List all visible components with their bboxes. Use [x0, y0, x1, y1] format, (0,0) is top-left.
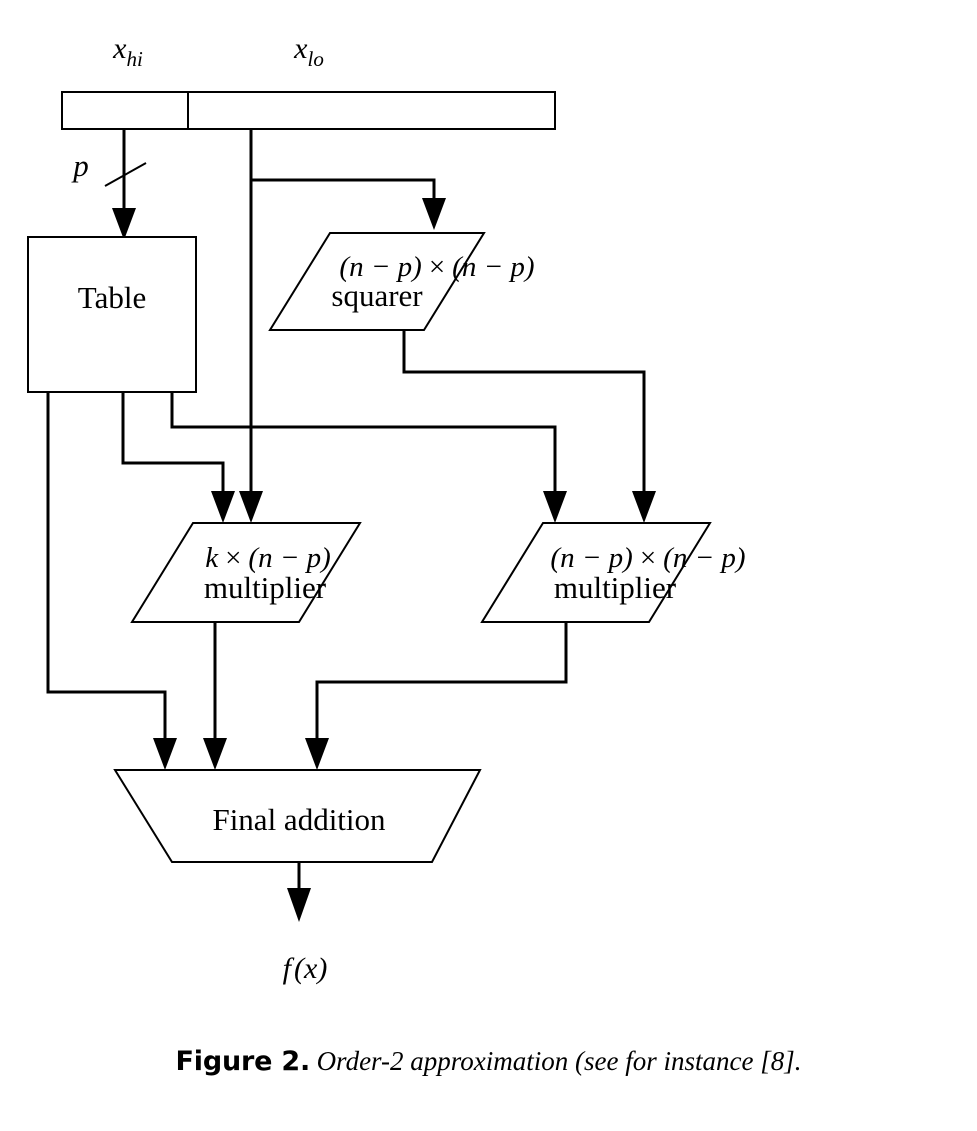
multiplier-right-block-label: multiplier — [554, 570, 677, 605]
figure-caption-text: Order-2 approximation (see for instance … — [316, 1046, 802, 1076]
figure-caption: Figure 2. Order-2 approximation (see for… — [0, 1045, 977, 1079]
input-label-x-lo-var: x — [293, 32, 308, 65]
bus-width-label: p — [71, 148, 89, 183]
wire-adder-to-output — [287, 862, 311, 922]
input-register-box — [61, 91, 556, 130]
output-label-open: ( — [294, 952, 306, 985]
squarer-size-op: × — [429, 251, 445, 283]
table-block[interactable] — [27, 236, 197, 393]
arrowhead-output — [287, 888, 311, 922]
wire-table-to-mult-right — [170, 392, 567, 523]
multiplier-left-size-left: k — [205, 542, 219, 574]
squarer-size-right: (n − p) — [452, 251, 534, 283]
multiplier-left-block-label: multiplier — [204, 570, 327, 605]
arrowhead-table-input — [112, 208, 136, 240]
multiplier-left-size-right: (n − p) — [248, 542, 330, 574]
wire-table-to-adder — [46, 392, 177, 770]
arrowhead-squarer-input — [422, 198, 446, 230]
wire-xhi-to-table — [104, 129, 147, 240]
multiplier-right-size-op: × — [640, 542, 656, 574]
output-label-var: x — [303, 952, 318, 985]
multiplier-right-size-label: (n − p)×(n − p) — [550, 542, 745, 574]
arrowhead-mult-left-input-1 — [211, 491, 235, 523]
table-block-label: Table — [78, 280, 146, 315]
arrowhead-adder-input-1 — [153, 738, 177, 770]
final-addition-block-label: Final addition — [212, 802, 386, 837]
output-label-fx: f(x) — [283, 952, 328, 985]
input-label-x-hi: xhi — [112, 32, 143, 71]
arrowhead-mult-right-input-2 — [632, 491, 656, 523]
figure-caption-label: Figure 2. — [175, 1046, 311, 1077]
arrowhead-adder-input-2 — [203, 738, 227, 770]
multiplier-left-size-label: k×(n − p) — [205, 542, 331, 574]
multiplier-right-size-left: (n − p) — [550, 542, 632, 574]
multiplier-left-size-op: × — [225, 542, 241, 574]
input-label-x-hi-var: x — [112, 32, 127, 65]
wire-mult-left-to-adder — [203, 622, 227, 770]
squarer-block[interactable] — [268, 232, 486, 331]
input-label-x-lo: xlo — [293, 32, 324, 71]
squarer-block-label: squarer — [331, 278, 423, 313]
output-label-fn: f — [283, 952, 295, 985]
wire-xlo-trunk — [239, 129, 263, 523]
arrowhead-mult-left-input-2 — [239, 491, 263, 523]
squarer-size-label: (n − p)×(n − p) — [339, 251, 534, 283]
input-register — [61, 91, 556, 130]
arrowhead-adder-input-3 — [305, 738, 329, 770]
multiplier-right-size-right: (n − p) — [663, 542, 745, 574]
input-label-x-hi-sub: hi — [126, 47, 143, 71]
wire-squarer-to-mult-right — [402, 330, 656, 523]
output-label-close: ) — [315, 952, 327, 985]
wire-table-to-mult-left — [121, 392, 235, 523]
arrowhead-mult-right-input-1 — [543, 491, 567, 523]
wire-mult-right-to-adder — [305, 622, 568, 770]
multiplier-left-block[interactable] — [130, 522, 362, 623]
bus-width-slash-icon — [104, 162, 147, 187]
final-addition-block[interactable] — [113, 769, 482, 863]
wire-xlo-to-squarer — [251, 178, 446, 230]
multiplier-right-block[interactable] — [480, 522, 712, 623]
squarer-size-left: (n − p) — [339, 251, 421, 283]
input-label-x-lo-sub: lo — [307, 47, 323, 71]
